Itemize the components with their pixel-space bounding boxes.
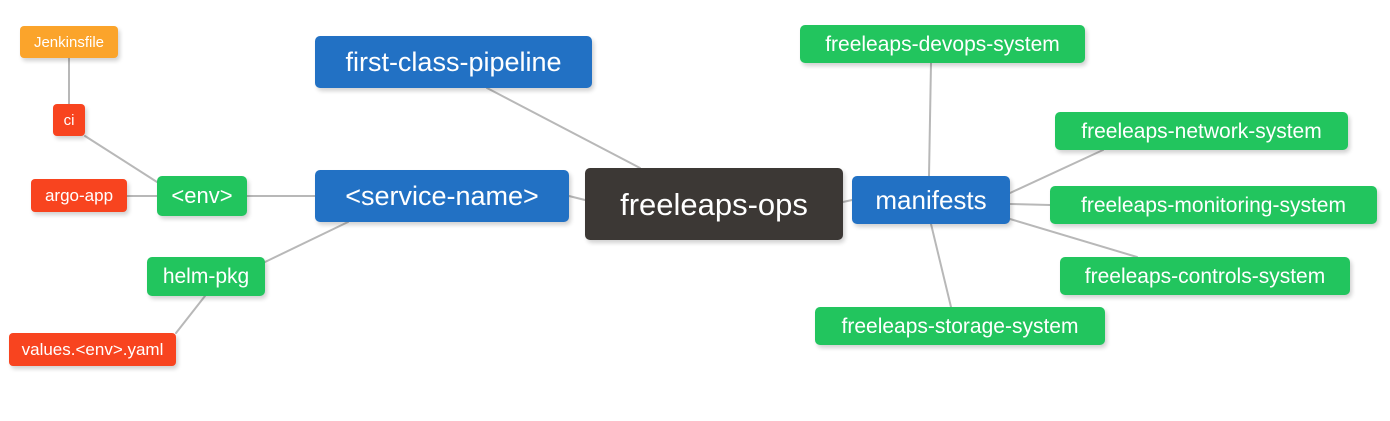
node-label-service-name: <service-name>	[345, 180, 539, 211]
node-label-manifests: manifests	[875, 185, 987, 215]
node-env[interactable]: <env>	[157, 176, 247, 216]
node-jenkinsfile[interactable]: Jenkinsfile	[20, 26, 118, 58]
node-label-argo-app: argo-app	[44, 186, 114, 205]
node-freeleaps-monitoring-system[interactable]: freeleaps-monitoring-system	[1050, 186, 1377, 224]
node-label-freeleaps-network-system: freeleaps-network-system	[1081, 119, 1322, 143]
node-label-freeleaps-devops-system: freeleaps-devops-system	[825, 32, 1060, 56]
edge-manifests-to-freeleaps-controls-system	[1009, 218, 1138, 258]
node-freeleaps-controls-system[interactable]: freeleaps-controls-system	[1060, 257, 1350, 295]
node-first-class-pipeline[interactable]: first-class-pipeline	[315, 36, 592, 88]
edge-ci-to-env	[84, 135, 158, 183]
node-label-freeleaps-storage-system: freeleaps-storage-system	[841, 314, 1079, 338]
node-label-first-class-pipeline: first-class-pipeline	[345, 46, 562, 77]
node-service-name[interactable]: <service-name>	[315, 170, 569, 222]
node-label-freeleaps-controls-system: freeleaps-controls-system	[1084, 264, 1326, 288]
node-freeleaps-network-system[interactable]: freeleaps-network-system	[1055, 112, 1348, 150]
edge-first-class-pipeline-to-freeleaps-ops	[486, 87, 641, 169]
node-argo-app[interactable]: argo-app	[31, 179, 127, 212]
node-label-freeleaps-monitoring-system: freeleaps-monitoring-system	[1081, 193, 1346, 217]
edge-values-env-yaml-to-helm-pkg	[175, 295, 206, 334]
node-values-env-yaml[interactable]: values.<env>.yaml	[9, 333, 176, 366]
node-label-jenkinsfile: Jenkinsfile	[33, 33, 105, 51]
node-freeleaps-storage-system[interactable]: freeleaps-storage-system	[815, 307, 1105, 345]
node-label-freeleaps-ops: freeleaps-ops	[620, 186, 808, 222]
edge-freeleaps-ops-to-manifests	[842, 199, 853, 203]
node-manifests[interactable]: manifests	[852, 176, 1010, 224]
node-label-env: <env>	[171, 183, 233, 208]
node-freeleaps-ops[interactable]: freeleaps-ops	[585, 168, 843, 240]
edge-manifests-to-freeleaps-storage-system	[930, 223, 952, 308]
node-label-values-env-yaml: values.<env>.yaml	[21, 340, 164, 359]
node-ci[interactable]: ci	[53, 104, 85, 136]
node-freeleaps-devops-system[interactable]: freeleaps-devops-system	[800, 25, 1085, 63]
node-label-helm-pkg: helm-pkg	[162, 265, 250, 288]
edge-manifests-to-freeleaps-monitoring-system	[1009, 203, 1051, 206]
node-label-ci: ci	[63, 111, 75, 129]
edge-manifests-to-freeleaps-devops-system	[928, 62, 932, 177]
edge-service-name-to-freeleaps-ops	[568, 195, 586, 201]
node-helm-pkg[interactable]: helm-pkg	[147, 257, 265, 296]
edge-helm-pkg-to-service-name	[264, 221, 349, 263]
